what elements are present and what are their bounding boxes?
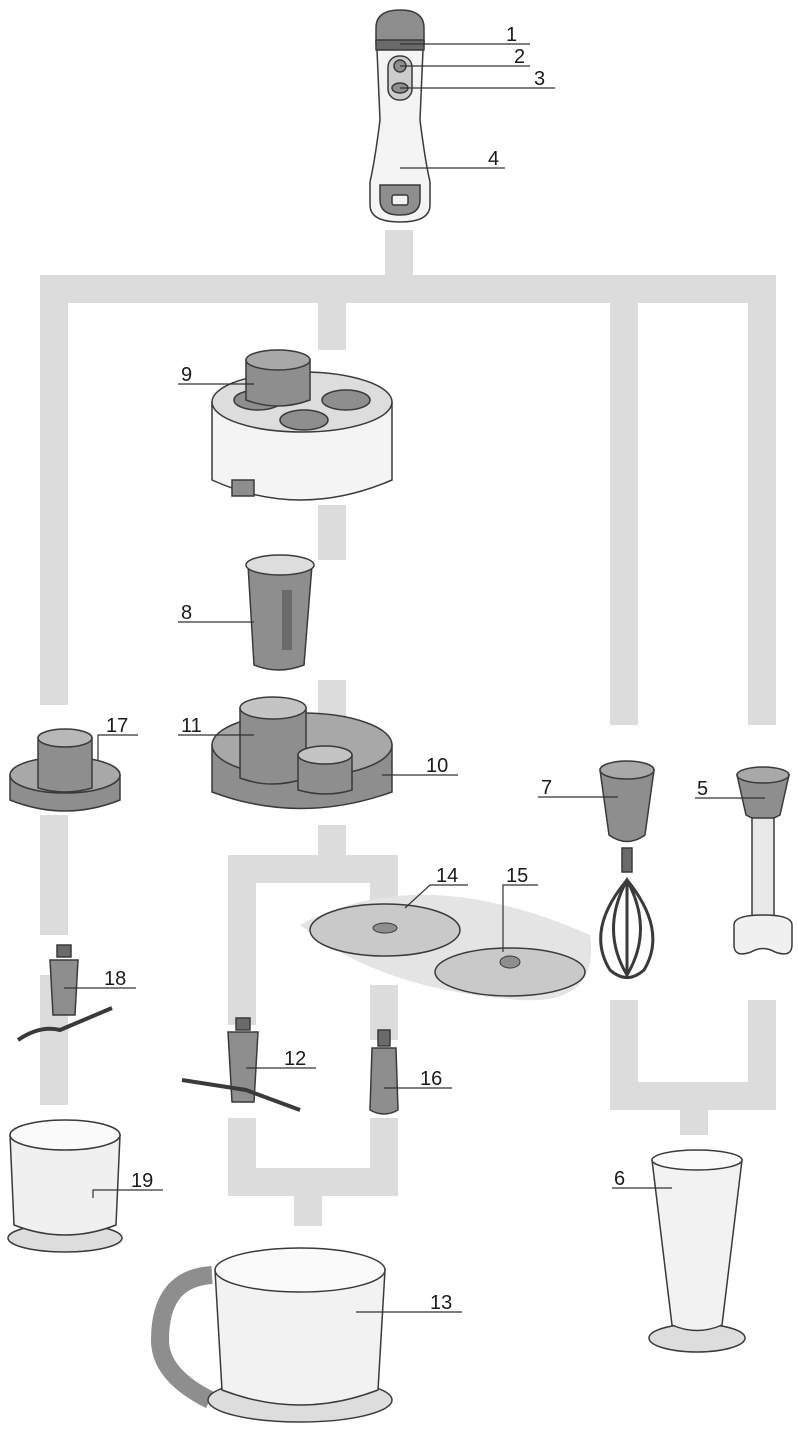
processor-lid xyxy=(211,696,393,810)
leader-lines xyxy=(64,43,765,1313)
label-15: 15 xyxy=(506,865,528,887)
label-2: 2 xyxy=(514,46,525,68)
motor-handle xyxy=(369,9,431,223)
disc-holder xyxy=(369,1029,399,1115)
chopper-lid-large xyxy=(211,349,393,501)
label-17: 17 xyxy=(106,715,128,737)
label-1: 1 xyxy=(506,24,517,46)
label-3: 3 xyxy=(534,68,545,90)
blender-shaft xyxy=(733,766,793,955)
label-6: 6 xyxy=(614,1168,625,1190)
processor-blade xyxy=(181,1017,301,1112)
label-7: 7 xyxy=(541,777,552,799)
label-14: 14 xyxy=(436,865,458,887)
label-8: 8 xyxy=(181,602,192,624)
label-19: 19 xyxy=(131,1170,153,1192)
label-4: 4 xyxy=(488,148,499,170)
food-pusher xyxy=(245,554,315,671)
part-labels: 1 2 3 4 5 6 7 8 9 10 11 12 13 14 15 16 1… xyxy=(104,24,708,1314)
small-chopper-bowl xyxy=(7,1119,123,1253)
chopper-blade-small xyxy=(16,944,113,1042)
label-16: 16 xyxy=(420,1068,442,1090)
slicer-discs xyxy=(300,894,592,1001)
label-10: 10 xyxy=(426,755,448,777)
leader-17 xyxy=(97,734,138,760)
processor-bowl xyxy=(150,1247,393,1423)
leader-14 xyxy=(404,884,468,909)
label-5: 5 xyxy=(697,778,708,800)
label-13: 13 xyxy=(430,1292,452,1314)
label-9: 9 xyxy=(181,364,192,386)
leader-15 xyxy=(502,884,538,952)
label-12: 12 xyxy=(284,1048,306,1070)
leader-19 xyxy=(92,1189,163,1198)
whisk-attachment xyxy=(599,760,655,979)
small-chopper-lid xyxy=(9,728,121,812)
connector-paths xyxy=(40,230,776,1226)
label-11: 11 xyxy=(181,715,202,737)
label-18: 18 xyxy=(104,968,126,990)
beaker xyxy=(648,1149,746,1353)
